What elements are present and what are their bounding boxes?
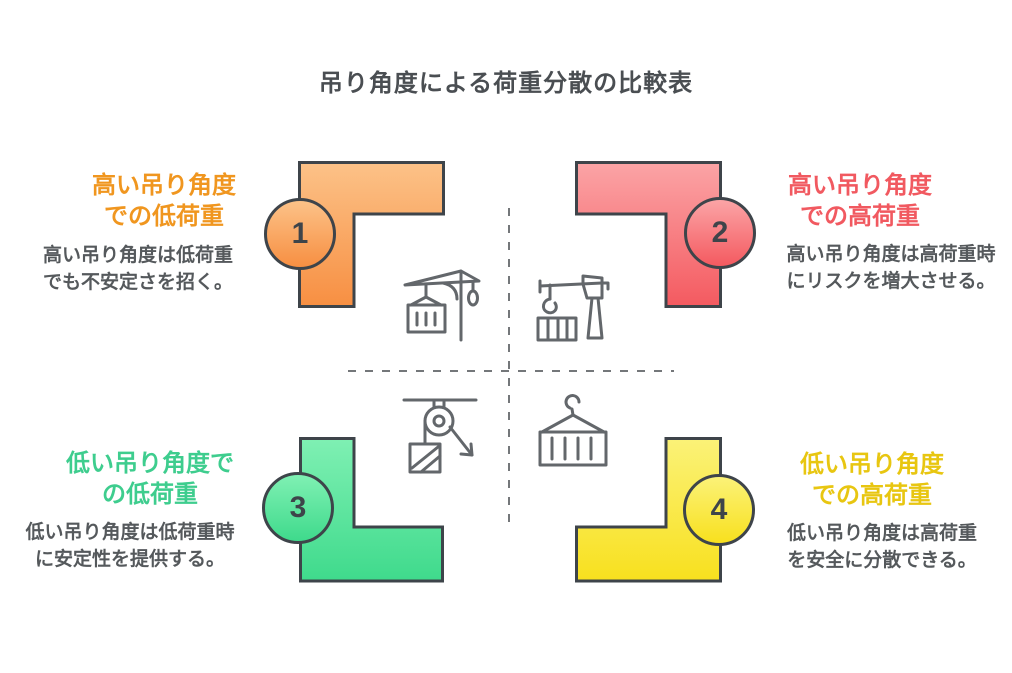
l-shape: [298, 161, 445, 308]
page-title: 吊り角度による荷重分散の比較表: [318, 70, 694, 97]
pulley-load-icon: [402, 398, 478, 474]
container-hook-icon: [538, 394, 608, 467]
jib-crane-icon: [536, 274, 610, 342]
quadrant-heading: 高い吊り角度 での低荷重: [92, 172, 236, 230]
quadrant-heading: 高い吊り角度 での高荷重: [788, 172, 932, 230]
step-number: 1: [291, 217, 309, 250]
step-badge-4: 4: [683, 474, 755, 546]
l-shape: [575, 437, 722, 583]
quadrant-description: 低い吊り角度は低荷重時 に安定性を提供する。: [25, 522, 235, 570]
l-shape: [299, 437, 444, 583]
step-badge-1: 1: [264, 198, 336, 270]
step-badge-3: 3: [262, 472, 334, 544]
l-shape: [575, 161, 722, 308]
step-number: 2: [711, 216, 729, 249]
quadrant-heading: 低い吊り角度 での高荷重: [800, 451, 944, 509]
step-badge-2: 2: [684, 197, 756, 269]
tower-crane-icon: [403, 269, 481, 342]
step-number: 3: [289, 491, 307, 524]
quadrant-description: 高い吊り角度は高荷重時 にリスクを増大させる。: [786, 244, 996, 292]
quadrant-description: 低い吊り角度は高荷重 を安全に分散できる。: [786, 523, 977, 571]
quadrant-heading: 低い吊り角度で の低荷重: [66, 450, 234, 508]
quadrant-description: 高い吊り角度は低荷重 でも不安定さを招く。: [42, 245, 233, 293]
step-number: 4: [710, 493, 728, 526]
